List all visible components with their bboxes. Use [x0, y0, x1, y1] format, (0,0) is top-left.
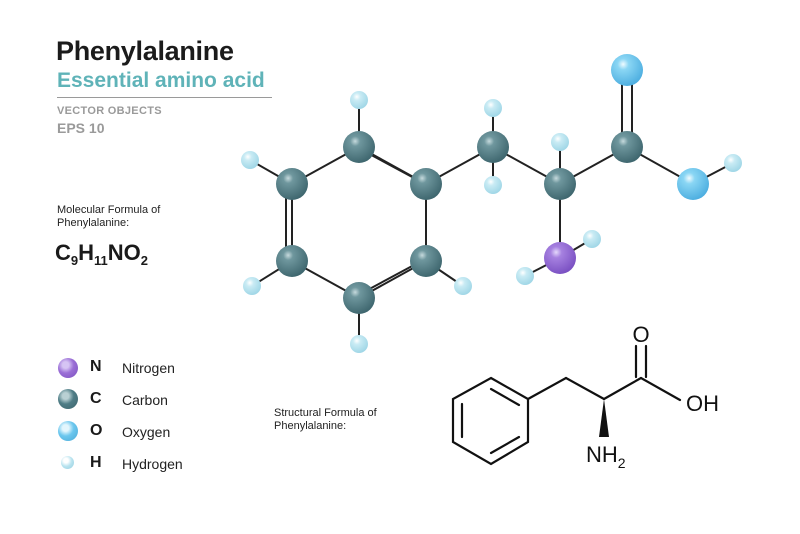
aromatic-bond [489, 387, 521, 407]
formula-element: NO [107, 240, 141, 265]
carbon-atom [343, 282, 375, 314]
formula-count: 9 [70, 253, 79, 268]
formula-count: 2 [140, 253, 148, 268]
structural-formula-label: Structural Formula of Phenylalanine: [274, 407, 377, 433]
structural-formula-label-line2: Phenylalanine: [274, 420, 347, 432]
carbon-atom [276, 168, 308, 200]
hydroxyl-label: OH [686, 391, 719, 416]
oxygen-atom [677, 168, 709, 200]
legend-symbol: O [90, 422, 103, 439]
amine-label: NH2 [586, 442, 626, 471]
aromatic-bond [489, 435, 521, 455]
hydrogen-atom [350, 91, 368, 109]
formula-count: 11 [94, 253, 108, 268]
bond [564, 376, 606, 401]
legend-name: Hydrogen [122, 456, 183, 472]
carbon-legend-dot [58, 389, 78, 409]
legend-symbol: C [90, 390, 102, 407]
bond [639, 376, 682, 402]
amine-label-main: NH [586, 442, 618, 467]
carbon-atom [276, 245, 308, 277]
wedge-bond [599, 399, 609, 437]
hydrogen-atom [350, 335, 368, 353]
bond [526, 376, 568, 401]
formula-element: H [78, 240, 95, 265]
structural-formula-label-line1: Structural Formula of [274, 407, 377, 419]
carbon-atom [544, 168, 576, 200]
nitrogen-atom [544, 242, 576, 274]
oxygen-atom [611, 54, 643, 86]
hydrogen-atom [484, 176, 502, 194]
legend-name: Carbon [122, 392, 168, 408]
format-note: EPS 10 [57, 120, 105, 136]
legend-symbol: N [90, 358, 102, 375]
carbon-atom [611, 131, 643, 163]
hydrogen-atom [724, 154, 742, 172]
carbon-atom [477, 131, 509, 163]
page-subtitle: Essential amino acid [57, 69, 265, 92]
benzene-ring [451, 376, 530, 466]
skeletal-bonds [451, 344, 682, 466]
carbonyl-oxygen-label: O [632, 322, 649, 347]
legend-name: Oxygen [122, 424, 171, 440]
hydrogen-atom [551, 133, 569, 151]
page-title: Phenylalanine [56, 36, 234, 66]
hydrogen-atom [516, 267, 534, 285]
oxygen-legend-dot [58, 421, 78, 441]
molecular-formula: C9H11NO2 [55, 240, 148, 268]
legend-symbol: H [90, 454, 102, 471]
carbon-atom [343, 131, 375, 163]
hydrogen-legend-dot [61, 456, 74, 469]
carbon-atom [410, 168, 442, 200]
hydrogen-atom [583, 230, 601, 248]
legend-name: Nitrogen [122, 360, 175, 376]
hydrogen-atom [241, 151, 259, 169]
formula-element: C [55, 240, 71, 265]
vector-objects-note: VECTOR OBJECTS [57, 105, 162, 117]
hydrogen-atom [454, 277, 472, 295]
molecular-formula-label-line2: Phenylalanine: [57, 217, 130, 229]
carbon-atom [410, 245, 442, 277]
molecular-formula-label: Molecular Formula of Phenylalanine: [57, 204, 160, 230]
nitrogen-legend-dot [58, 358, 78, 378]
model-atoms [241, 54, 742, 353]
hydrogen-atom [243, 277, 261, 295]
molecular-formula-label-line1: Molecular Formula of [57, 204, 161, 216]
amine-label-sub: 2 [618, 455, 626, 471]
hydrogen-atom [484, 99, 502, 117]
bond [602, 376, 643, 401]
title-divider [57, 97, 272, 98]
